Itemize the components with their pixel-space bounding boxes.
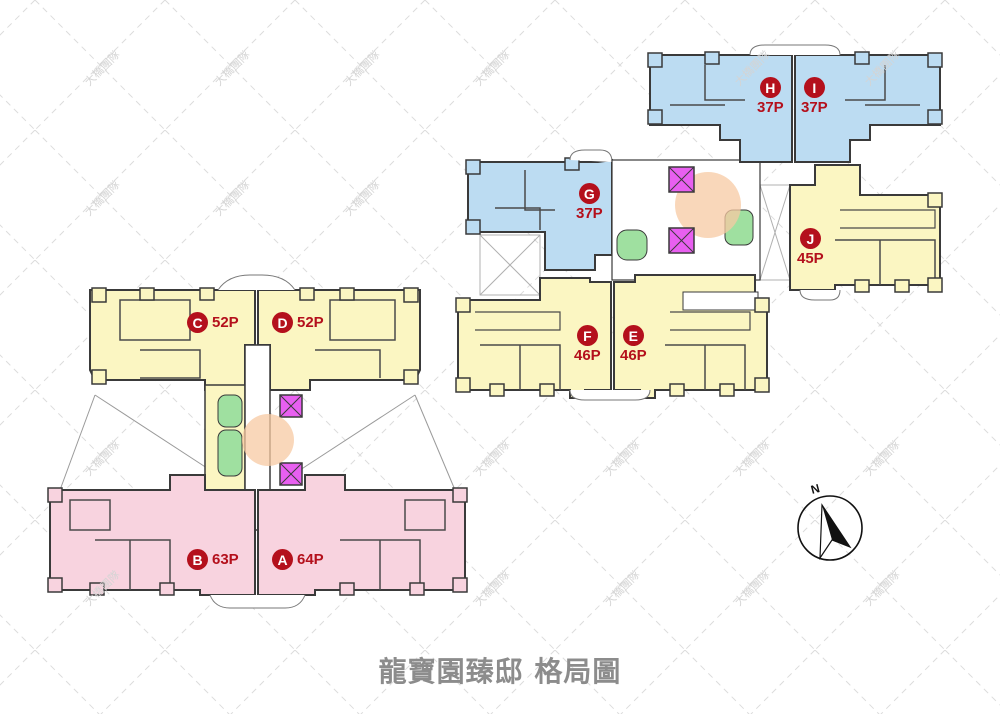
unit-size: 52P — [297, 314, 324, 331]
unit-size: 63P — [212, 551, 239, 568]
unit-size: 37P — [576, 205, 603, 222]
page-title: 龍寶園臻邸 格局圖 — [378, 655, 622, 688]
unit-badge: J — [799, 228, 821, 249]
right-core — [611, 159, 761, 281]
unit-badge: H — [759, 77, 781, 98]
unit-badge: B — [187, 549, 208, 570]
unit-label-j: J 45P — [797, 228, 824, 267]
unit-label-g: G 37P — [576, 183, 603, 222]
unit-label-e: E 46P — [620, 325, 647, 364]
unit-d-floorplan — [257, 287, 421, 391]
unit-badge: E — [622, 325, 644, 346]
unit-label-b: B 63P — [187, 549, 239, 570]
unit-badge: F — [576, 325, 598, 346]
unit-size: 37P — [801, 99, 828, 116]
unit-label-h: H 37P — [757, 77, 784, 116]
unit-size: 64P — [297, 551, 324, 568]
unit-badge: C — [187, 312, 208, 333]
unit-i-floorplan — [794, 51, 943, 163]
unit-label-c: C 52P — [187, 312, 239, 333]
unit-label-a: A 64P — [272, 549, 324, 570]
unit-c-floorplan — [89, 287, 256, 391]
unit-size: 46P — [574, 347, 601, 364]
unit-badge: I — [803, 77, 825, 98]
unit-j-floorplan — [789, 164, 943, 293]
unit-b-floorplan — [47, 474, 256, 596]
unit-a-floorplan — [257, 474, 468, 596]
unit-label-f: F 46P — [574, 325, 601, 364]
left-building — [59, 394, 456, 491]
unit-h-floorplan — [647, 51, 793, 163]
unit-size: 46P — [620, 347, 647, 364]
compass-icon — [797, 495, 863, 561]
unit-size: 45P — [797, 250, 824, 267]
unit-badge: A — [272, 549, 293, 570]
unit-label-d: D 52P — [272, 312, 324, 333]
unit-label-i: I 37P — [801, 77, 828, 116]
watermark-logo — [242, 414, 294, 466]
unit-badge: G — [578, 183, 600, 204]
unit-badge: D — [272, 312, 293, 333]
unit-size: 52P — [212, 314, 239, 331]
unit-size: 37P — [757, 99, 784, 116]
